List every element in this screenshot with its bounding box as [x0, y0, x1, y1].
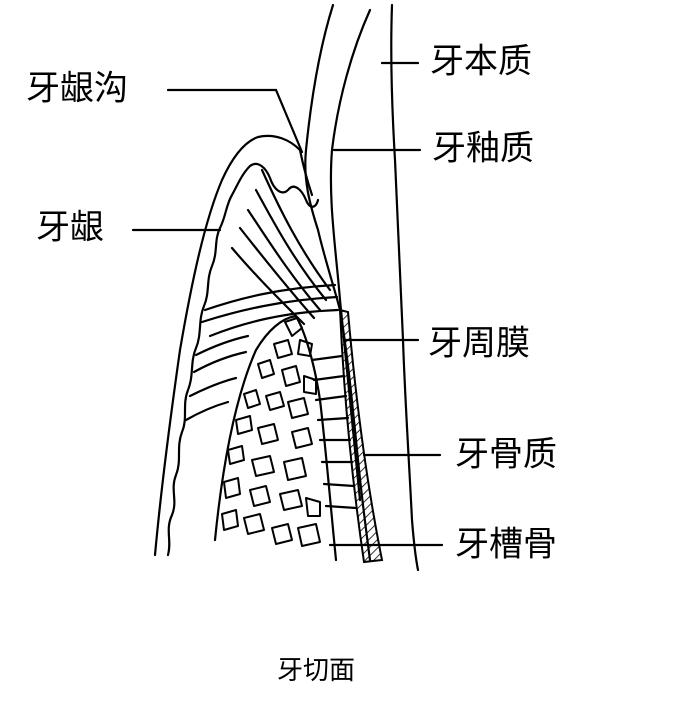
- bone-trabecula: [304, 376, 316, 394]
- bone-trabecula: [228, 446, 244, 464]
- periodontal-fiber: [314, 376, 344, 380]
- bone-trabecula: [292, 428, 312, 448]
- bone-trabecula: [284, 458, 306, 480]
- gingival-fiber: [232, 248, 304, 324]
- gingiva-outer-contour: [155, 136, 300, 555]
- bone-trabecula: [222, 510, 238, 530]
- periodontal-fiber: [312, 356, 342, 360]
- bone-trabecula: [244, 514, 264, 534]
- label-enamel: 牙釉质: [432, 129, 534, 169]
- bone-trabecula: [258, 424, 278, 444]
- bone-trabecula: [266, 392, 284, 410]
- figure-caption: 牙切面: [277, 656, 355, 686]
- dentin-pulp-line: [391, 5, 418, 570]
- bone-trabecula: [282, 366, 300, 386]
- bone-trabecula: [298, 340, 312, 356]
- bone-trabecula: [288, 398, 308, 418]
- label-gingiva: 牙龈: [36, 208, 104, 248]
- leader-line-gingival-sulcus: [168, 90, 302, 152]
- gingiva-inner-contour: [168, 164, 318, 555]
- bone-trabecula: [252, 456, 274, 476]
- cementum-band: [340, 310, 382, 562]
- label-alveolar-bone: 牙槽骨: [455, 525, 557, 565]
- gingival-fiber: [190, 378, 236, 396]
- label-gingival-sulcus: 牙龈沟: [26, 69, 128, 109]
- gingival-fiber: [196, 336, 248, 355]
- bone-trabecula: [285, 318, 302, 336]
- bone-trabecula: [298, 524, 320, 546]
- bone-trabecula: [236, 416, 252, 434]
- gingival-fiber: [186, 402, 228, 420]
- bone-trabecula: [274, 340, 292, 358]
- label-cementum: 牙骨质: [455, 435, 557, 475]
- label-periodontal-ligament: 牙周膜: [428, 324, 530, 364]
- bone-trabecula: [280, 490, 302, 510]
- bone-trabecula: [306, 498, 320, 516]
- bone-trabecula: [244, 390, 260, 408]
- bone-trabecula: [250, 486, 270, 506]
- label-dentin: 牙本质: [430, 42, 532, 82]
- bone-trabecula: [258, 360, 274, 378]
- bone-trabecula: [224, 478, 240, 498]
- bone-trabecula: [272, 524, 292, 544]
- gingival-fiber: [194, 352, 246, 372]
